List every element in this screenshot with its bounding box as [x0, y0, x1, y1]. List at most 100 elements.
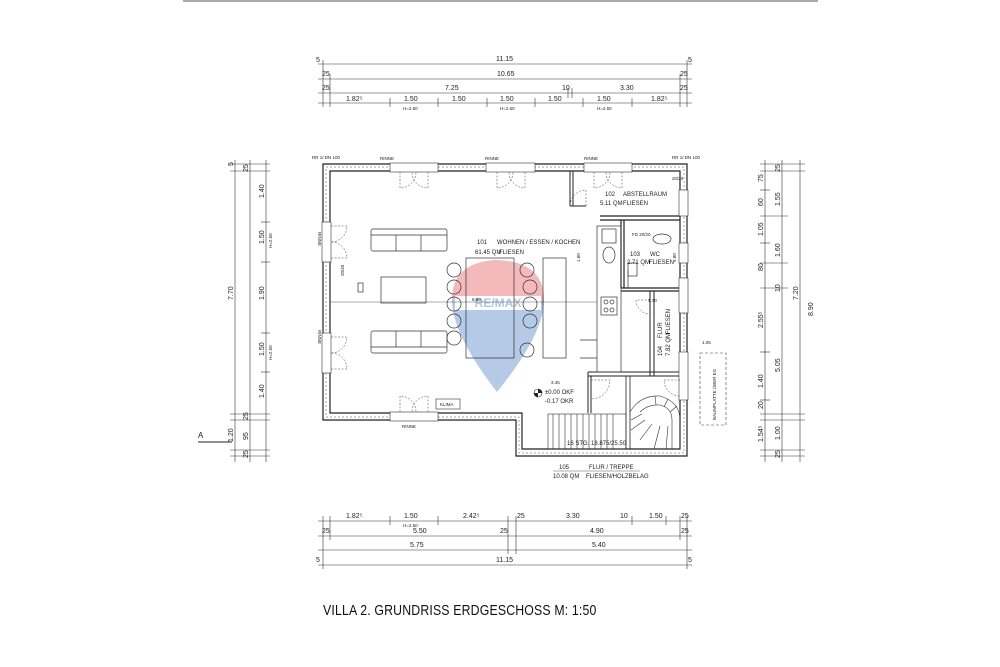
left-dim-190: 1.90: [259, 286, 266, 300]
bot-dim-r1-f: 10: [620, 513, 628, 520]
top-dim-sub-a: H=2.50: [403, 106, 418, 111]
bot-dim-r4-c: 5: [688, 557, 692, 564]
bottom-dimension-texts: 1.82⁵ 1.50 2.42⁵ 25 3.30 10 1.50 25 H=2.…: [316, 513, 692, 564]
bot-dim-r2-e: 25: [681, 528, 689, 535]
right-dim-80: 80: [758, 263, 765, 271]
window-2020: 20/20: [672, 176, 684, 181]
room-104-area: 7.82 QM: [666, 333, 672, 356]
rinne-label-4: RINNE: [402, 424, 416, 429]
interior-annotations: 8.80 1.70 3.45 5.80 1.60 1.05 20/40 20/2…: [331, 176, 711, 447]
room-102-number: 102: [605, 192, 616, 198]
rinne-label-1: RINNE: [380, 156, 394, 161]
level-symbol: ±0.00 OKF -0.17 OKR: [533, 388, 574, 405]
top-dim-sub-b: H=2.50: [500, 106, 515, 111]
top-dim-r1-a: 5: [316, 57, 320, 64]
rinne-label-2: RINNE: [485, 156, 499, 161]
room-102-floor: FLIESEN: [623, 201, 648, 207]
room-105-floor: FLIESEN/HOLZBELAG: [586, 474, 649, 480]
right-dim-10: 10: [775, 284, 782, 292]
right-dim-75: 75: [758, 174, 765, 182]
room-105-area: 10.08 QM: [553, 474, 579, 480]
room-103-number: 103: [630, 252, 641, 258]
rr-label-right: RR 1/ DN 100: [672, 155, 701, 160]
rinne-label-6: RINNE: [317, 330, 322, 344]
room-101-number: 101: [477, 240, 488, 246]
right-dim-255: 2.55⁵: [758, 311, 765, 328]
left-dim-sub-a: H=2.50: [268, 233, 273, 248]
bot-dim-r1-d: 25: [517, 513, 525, 520]
room-104-floor: FLIESEN: [666, 309, 672, 334]
left-dim-140a: 1.40: [259, 184, 266, 198]
drawing-title: VILLA 2. GRUNDRISS ERDGESCHOSS M: 1:50: [323, 602, 597, 619]
top-dim-r3-a: 25: [322, 85, 330, 92]
room-101-area: 61.45 QM: [475, 250, 501, 256]
room-102: 102 ABSTELLRAUM 5.11 QM FLIESEN: [600, 192, 667, 207]
room-101: 101 WOHNEN / ESSEN / KOCHEN 61.45 QM FLI…: [475, 240, 580, 256]
top-dim-r2-b: 10.65: [497, 71, 515, 78]
dim-105: 1.05: [702, 340, 711, 345]
dim-580: 5.80: [672, 253, 677, 262]
bot-dim-r3-a: 5.75: [410, 542, 424, 549]
right-dim-20: 20: [758, 401, 765, 409]
right-dim-100: 1.00: [775, 426, 782, 440]
left-dim-25b: 25: [243, 412, 250, 420]
bauplatte-label: BAUMPLATTE ÜBER EG: [711, 368, 717, 420]
left-dimension-texts: 5 25 7.70 25 95 25 1.40 1.50 1.90 1.50 1…: [228, 162, 273, 458]
top-dim-r2-a: 25: [322, 71, 330, 78]
bot-dim-r1-b: 1.50: [404, 513, 418, 520]
top-dim-r3-c: 10: [562, 85, 570, 92]
top-dim-r3-e: 25: [680, 85, 688, 92]
bot-dim-r1-e: 3.30: [566, 513, 580, 520]
staircase: [547, 395, 681, 450]
room-102-name: ABSTELLRAUM: [623, 192, 667, 198]
bot-dim-sub-a: H=2.50: [403, 523, 418, 528]
walls: [322, 163, 688, 457]
left-dim-140b: 1.40: [259, 384, 266, 398]
room-103-floor: FLIESEN: [649, 260, 674, 266]
bot-dim-r1-h: 25: [681, 513, 689, 520]
rinne-labels: RINNE RINNE RINNE RINNE RINNE RINNE RR 1…: [312, 155, 701, 429]
bot-dim-r2-b: 5.50: [413, 528, 427, 535]
right-dim-105: 1.05: [758, 222, 765, 236]
left-dim-25a: 25: [243, 164, 250, 172]
remax-watermark: RE/MAX: [452, 260, 544, 392]
right-dim-155: 1.55: [775, 192, 782, 206]
bot-dim-r2-a: 25: [322, 528, 330, 535]
room-103-area: 2.71 QM: [627, 260, 650, 266]
remax-watermark-text: RE/MAX: [475, 296, 522, 310]
room-104-number: 104: [658, 345, 664, 356]
bot-dim-r1-c: 2.42⁵: [463, 513, 480, 520]
rinne-label-5: RINNE: [317, 232, 322, 246]
right-dim-890: 8.90: [808, 302, 815, 316]
bot-dim-r4-a: 5: [316, 557, 320, 564]
top-dim-r3-d: 3.30: [620, 85, 634, 92]
right-dim-60: 60: [758, 198, 765, 206]
stair-label: 16 STG. 18.875/25.50: [567, 441, 627, 447]
furniture-dining: [446, 257, 567, 359]
top-dim-r4-e: 1.50: [548, 96, 562, 103]
room-103-name: WC: [650, 252, 661, 258]
klima-label: KLIMA: [440, 402, 454, 407]
bottom-dimension-chains: [318, 516, 692, 569]
room-104: 104 FLUR 7.82 QM FLIESEN: [658, 309, 672, 356]
left-dim-sub-b: H=2.50: [268, 345, 273, 360]
top-dimension-texts: 5 11.15 5 25 10.65 25 25 7.25 10 3.30 25…: [316, 56, 692, 111]
right-dimension-texts: 75 60 1.05 80 2.55⁵ 1.40 20 1.54⁵ 25 1.5…: [758, 164, 815, 458]
dim-345: 3.45: [551, 380, 560, 385]
left-dim-150a: 1.50: [259, 230, 266, 244]
top-dim-r1-c: 5: [688, 57, 692, 64]
bot-dim-r2-c: 25: [500, 528, 508, 535]
wc-sill: FD 20/20: [632, 232, 651, 237]
right-dimension-chains: [760, 160, 805, 462]
dim-170: 1.70: [648, 298, 657, 303]
furniture-sofas: [357, 228, 448, 354]
right-dim-720: 7.20: [793, 286, 800, 300]
section-marker-label: A: [198, 431, 204, 440]
rinne-label-3: RINNE: [584, 156, 598, 161]
klima-box: [435, 398, 461, 410]
room-101-name: WOHNEN / ESSEN / KOCHEN: [497, 240, 580, 246]
bot-dim-r1-g: 1.50: [649, 513, 663, 520]
bauplatte-area: [699, 352, 727, 426]
furniture-wc: [627, 233, 672, 288]
left-dim-5: 5: [228, 162, 235, 166]
